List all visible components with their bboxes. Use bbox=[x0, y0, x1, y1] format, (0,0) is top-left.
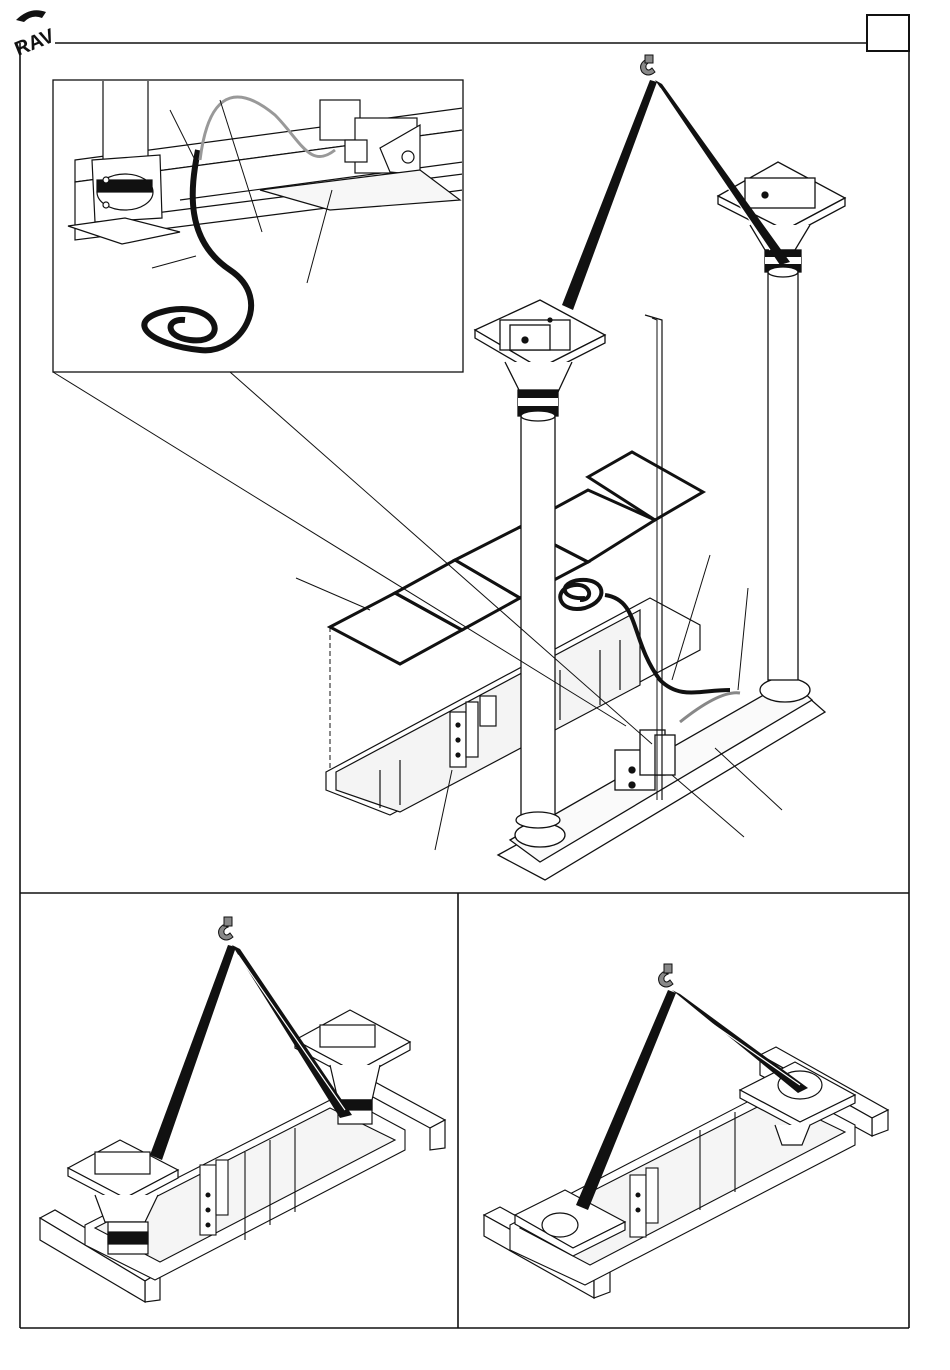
detail-inset bbox=[53, 80, 463, 372]
lift-step-left bbox=[40, 917, 445, 1302]
crane-hook-icon bbox=[641, 55, 655, 75]
column-icon bbox=[718, 162, 845, 680]
crane-hook-icon bbox=[219, 917, 233, 940]
crane-hook-icon bbox=[659, 964, 673, 987]
page-number-box bbox=[867, 15, 909, 51]
rav-logo-icon: RAV bbox=[12, 10, 59, 60]
guide-rod bbox=[645, 315, 662, 800]
lift-step-right bbox=[484, 964, 888, 1298]
logo-text: RAV bbox=[12, 25, 59, 61]
